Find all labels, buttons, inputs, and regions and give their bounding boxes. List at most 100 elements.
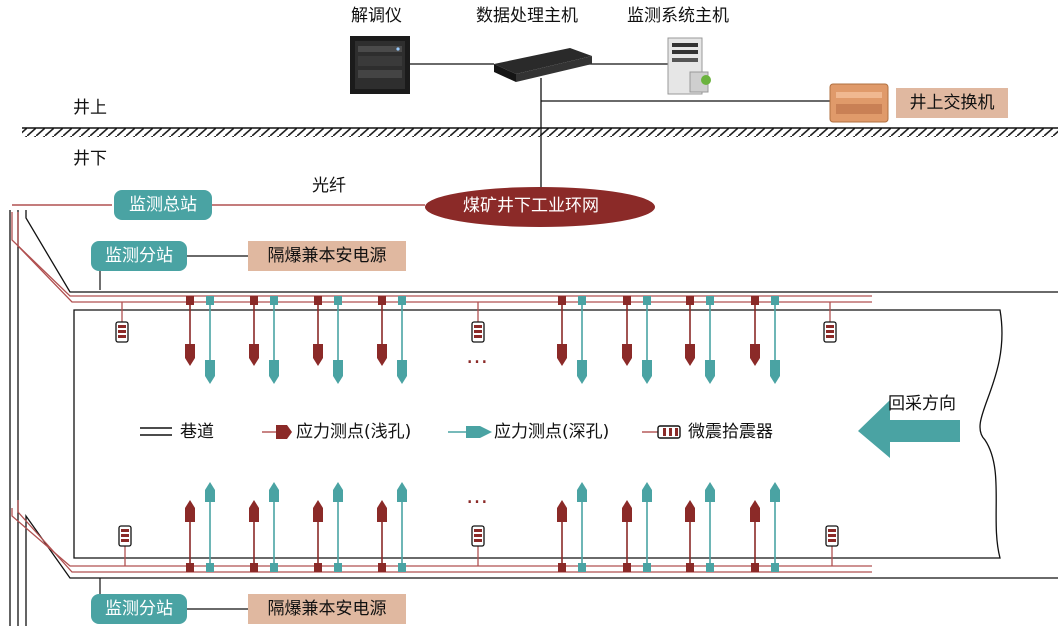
cables <box>11 212 872 573</box>
geophone-band-3-2 <box>121 539 129 542</box>
switch-icon <box>829 83 889 123</box>
geophone-band-4-0 <box>474 529 482 532</box>
legend-roadway-label: 巷道 <box>180 422 214 442</box>
top-deep-sensor-4 <box>578 296 586 305</box>
shaft-lines <box>9 210 19 626</box>
top-shallow-tip-6 <box>685 344 695 366</box>
pc-tower-icon <box>667 37 711 95</box>
switch-label: 井上交换机 <box>896 88 1008 118</box>
bottom-deep-sensor-4 <box>578 563 586 572</box>
bottom-deep-sensor-7 <box>771 563 779 572</box>
bottom-ellipsis: … <box>466 484 490 509</box>
top-ellipsis: … <box>466 344 490 369</box>
bottom-shallow-tip-0 <box>185 500 195 522</box>
geophone-band-5-0 <box>828 529 836 532</box>
top-deep-sensor-5 <box>643 296 651 305</box>
top-shallow-sensor-2 <box>314 296 322 305</box>
geophone-band-1-0 <box>474 325 482 328</box>
geophone-band-3-1 <box>121 534 129 537</box>
top-shallow-sensor-0 <box>186 296 194 305</box>
bottom-deep-sensor-0 <box>206 563 214 572</box>
geophone-band-0-0 <box>118 325 126 328</box>
top-shallow-tip-2 <box>313 344 323 366</box>
top-shallow-sensor-5 <box>623 296 631 305</box>
bottom-shallow-tip-5 <box>622 500 632 522</box>
bottom-power-box: 隔爆兼本安电源 <box>248 594 406 624</box>
geophone-band-3-0 <box>121 529 129 532</box>
bottom-shallow-tip-3 <box>377 500 387 522</box>
legend-deep-symbol <box>448 426 492 438</box>
top-deep-tip-7 <box>770 360 780 384</box>
bottom-shallow-sensor-5 <box>623 563 631 572</box>
bottom-deep-sensor-2 <box>334 563 342 572</box>
bottom-deep-tip-0 <box>205 482 215 502</box>
top-shallow-sensor-4 <box>558 296 566 305</box>
geophone-band-0-1 <box>118 330 126 333</box>
top-deep-sensor-1 <box>270 296 278 305</box>
bottom-shallow-sensor-0 <box>186 563 194 572</box>
top-deep-sensor-6 <box>706 296 714 305</box>
bottom-deep-tip-2 <box>333 482 343 502</box>
above-ground-label: 井上 <box>73 98 107 118</box>
demodulator-icon <box>350 36 410 94</box>
server-icon <box>494 48 592 82</box>
bottom-shallow-sensor-6 <box>686 563 694 572</box>
bottom-deep-sensor-1 <box>270 563 278 572</box>
top-deep-sensor-2 <box>334 296 342 305</box>
bottom-deep-tip-3 <box>397 482 407 502</box>
bottom-deep-tip-4 <box>577 482 587 502</box>
bottom-shallow-tip-2 <box>313 500 323 522</box>
geophone-band-0-2 <box>118 335 126 338</box>
top-shallow-tip-5 <box>622 344 632 366</box>
top-shallow-sensor-7 <box>751 296 759 305</box>
top-shallow-sensor-6 <box>686 296 694 305</box>
legend-geophone-symbol <box>642 425 681 439</box>
bottom-deep-tip-1 <box>269 482 279 502</box>
bottom-substation-box: 监测分站 <box>91 594 187 624</box>
top-shallow-tip-7 <box>750 344 760 366</box>
monitor-host-label: 监测系统主机 <box>627 6 729 26</box>
top-deep-tip-5 <box>642 360 652 384</box>
geophone-band-4-2 <box>474 539 482 542</box>
bottom-shallow-tip-7 <box>750 500 760 522</box>
top-deep-tip-0 <box>205 360 215 384</box>
bottom-shallow-sensor-1 <box>250 563 258 572</box>
geophone-band-1-1 <box>474 330 482 333</box>
measurement-points <box>115 296 839 572</box>
geophone-band-2-0 <box>826 325 834 328</box>
geophone-band-4-1 <box>474 534 482 537</box>
ground-line <box>22 127 1058 137</box>
bottom-shallow-sensor-2 <box>314 563 322 572</box>
bottom-deep-sensor-5 <box>643 563 651 572</box>
top-shallow-sensor-3 <box>378 296 386 305</box>
legend-shallow-label: 应力测点(浅孔) <box>296 422 412 442</box>
geophone-band-2-2 <box>826 335 834 338</box>
geophone-band-5-1 <box>828 534 836 537</box>
bottom-shallow-sensor-4 <box>558 563 566 572</box>
top-deep-tip-6 <box>705 360 715 384</box>
direction-label: 回采方向 <box>888 394 956 414</box>
direction-arrow-icon <box>858 400 960 458</box>
top-deep-tip-3 <box>397 360 407 384</box>
legend-deep-label: 应力测点(深孔) <box>494 422 610 442</box>
bottom-deep-tip-6 <box>705 482 715 502</box>
fiber-label: 光纤 <box>312 176 346 196</box>
top-deep-tip-4 <box>577 360 587 384</box>
top-shallow-tip-1 <box>249 344 259 366</box>
top-shallow-tip-0 <box>185 344 195 366</box>
bottom-shallow-sensor-3 <box>378 563 386 572</box>
roadway <box>25 210 1058 626</box>
legend-geophone-label: 微震拾震器 <box>688 422 773 442</box>
bottom-deep-tip-7 <box>770 482 780 502</box>
surface-network-lines <box>408 63 830 190</box>
geophone-band-2-1 <box>826 330 834 333</box>
top-power-box: 隔爆兼本安电源 <box>248 241 406 271</box>
top-deep-tip-2 <box>333 360 343 384</box>
top-deep-sensor-7 <box>771 296 779 305</box>
ring-network-ellipse <box>425 187 655 227</box>
data-host-label: 数据处理主机 <box>476 6 578 26</box>
demodulator-label: 解调仪 <box>351 6 402 26</box>
top-shallow-sensor-1 <box>250 296 258 305</box>
